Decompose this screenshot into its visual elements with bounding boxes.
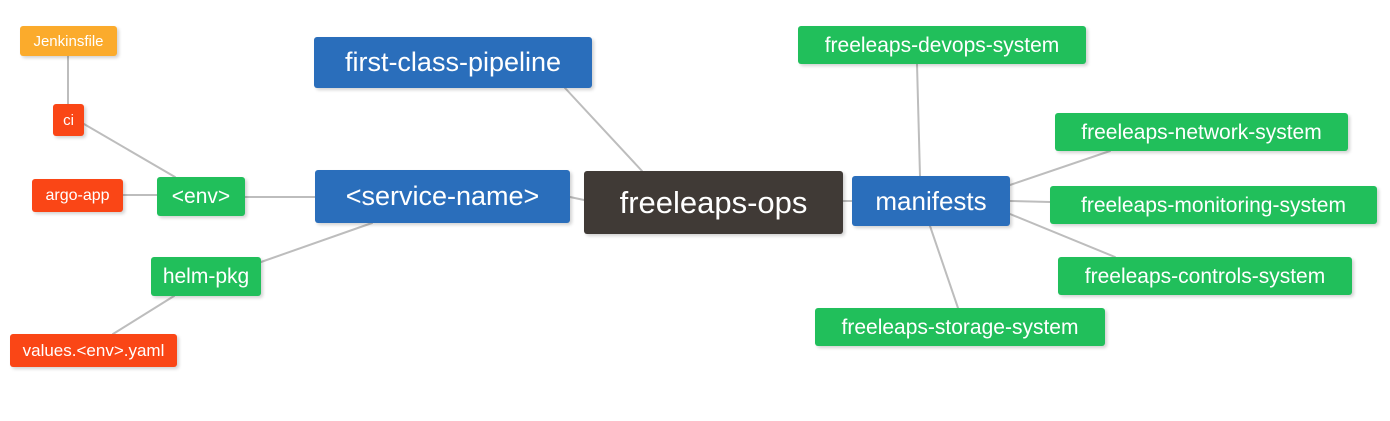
node-label-freeleaps-monitoring-system: freeleaps-monitoring-system xyxy=(1081,193,1346,217)
node-values-yaml[interactable]: values.<env>.yaml xyxy=(10,334,177,367)
node-env[interactable]: <env> xyxy=(157,177,245,216)
node-label-freeleaps-devops-system: freeleaps-devops-system xyxy=(824,33,1060,57)
node-label-first-class-pipeline: first-class-pipeline xyxy=(344,47,562,77)
node-label-freeleaps-storage-system: freeleaps-storage-system xyxy=(841,315,1079,339)
node-freeleaps-storage-system[interactable]: freeleaps-storage-system xyxy=(815,308,1105,346)
node-helm-pkg[interactable]: helm-pkg xyxy=(151,257,261,296)
node-ci[interactable]: ci xyxy=(53,104,84,136)
node-label-helm-pkg: helm-pkg xyxy=(162,265,250,288)
node-label-service-name: <service-name> xyxy=(345,181,540,211)
node-label-freeleaps-network-system: freeleaps-network-system xyxy=(1081,120,1322,144)
node-jenkinsfile[interactable]: Jenkinsfile xyxy=(20,26,117,56)
node-first-class-pipeline[interactable]: first-class-pipeline xyxy=(314,37,592,88)
node-freeleaps-monitoring-system[interactable]: freeleaps-monitoring-system xyxy=(1050,186,1377,224)
node-service-name[interactable]: <service-name> xyxy=(315,170,570,223)
node-label-freeleaps-ops: freeleaps-ops xyxy=(619,185,808,220)
node-manifests[interactable]: manifests xyxy=(852,176,1010,226)
node-label-jenkinsfile: Jenkinsfile xyxy=(33,32,104,50)
node-label-env: <env> xyxy=(171,185,231,208)
node-label-values-yaml: values.<env>.yaml xyxy=(22,341,165,360)
node-label-ci: ci xyxy=(63,111,74,129)
node-freeleaps-network-system[interactable]: freeleaps-network-system xyxy=(1055,113,1348,151)
node-label-freeleaps-controls-system: freeleaps-controls-system xyxy=(1084,264,1326,288)
node-argo-app[interactable]: argo-app xyxy=(32,179,123,212)
node-label-argo-app: argo-app xyxy=(45,186,110,204)
node-freeleaps-devops-system[interactable]: freeleaps-devops-system xyxy=(798,26,1086,64)
node-freeleaps-controls-system[interactable]: freeleaps-controls-system xyxy=(1058,257,1352,295)
node-freeleaps-ops[interactable]: freeleaps-ops xyxy=(584,171,843,234)
node-label-manifests: manifests xyxy=(875,186,987,216)
